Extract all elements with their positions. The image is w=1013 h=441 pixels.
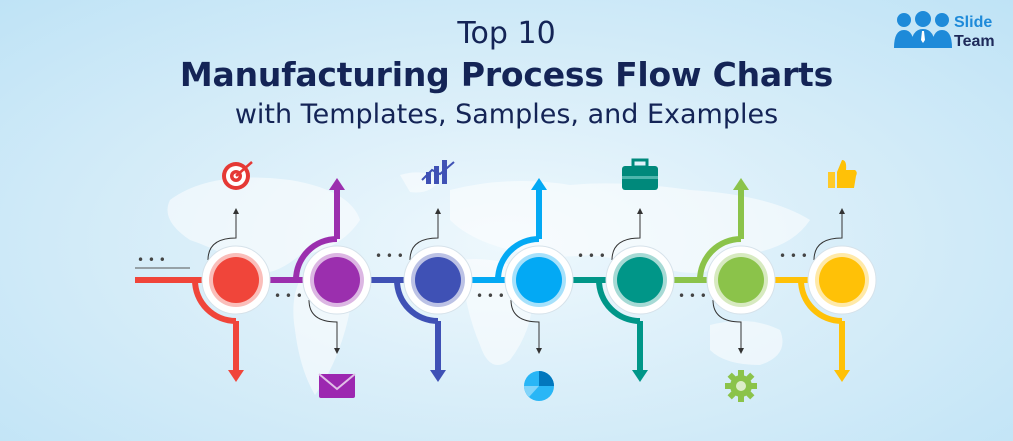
guide-arrow	[637, 208, 643, 214]
arrowhead-down	[632, 370, 648, 382]
guide-arrow	[233, 208, 239, 214]
pie-chart-icon	[524, 371, 554, 401]
guide-line	[813, 212, 843, 261]
node-core	[819, 257, 865, 303]
guide-line	[207, 212, 237, 261]
ellipsis-mark: • • •	[779, 249, 808, 263]
node-core	[415, 257, 461, 303]
title-block: Top 10 Manufacturing Process Flow Charts…	[0, 14, 1013, 134]
flow-arc	[293, 236, 338, 281]
ellipsis-mark: • • •	[137, 253, 166, 267]
node-core	[718, 257, 764, 303]
guide-arrow	[738, 348, 744, 354]
page-title: Manufacturing Process Flow Charts	[179, 55, 834, 94]
arrowhead-up	[733, 178, 749, 190]
arrowhead-down	[430, 370, 446, 382]
logo-word-team: Team	[954, 33, 995, 50]
envelope-icon	[318, 373, 356, 398]
node-core	[314, 257, 360, 303]
ellipsis-mark: • • •	[375, 249, 404, 263]
node-core	[516, 257, 562, 303]
flow-step: • • •	[192, 161, 303, 382]
gear-icon	[725, 370, 757, 402]
ellipsis-mark: • • •	[274, 289, 303, 303]
flow-arc	[394, 279, 439, 324]
guide-arrow	[435, 208, 441, 214]
subtitle: with Templates, Samples, and Examples	[234, 99, 779, 130]
flow-arc	[495, 236, 540, 281]
briefcase-icon	[622, 158, 658, 190]
flow-step: • • •	[495, 178, 606, 401]
arrowhead-down	[228, 370, 244, 382]
flow-arc	[596, 279, 641, 324]
guide-arrow	[839, 208, 845, 214]
flow-step	[798, 160, 877, 382]
flow-step: • • •	[596, 158, 707, 382]
flow-arc	[192, 279, 237, 324]
arrowhead-up	[329, 178, 345, 190]
ellipsis-mark: • • •	[577, 249, 606, 263]
guide-arrow	[334, 348, 340, 354]
ellipsis-mark: • • •	[476, 289, 505, 303]
title-line-1: Top 10	[457, 16, 556, 51]
node-core	[617, 257, 663, 303]
arrowhead-down	[834, 370, 850, 382]
guide-line	[308, 299, 338, 350]
flow-step: • • •	[293, 178, 404, 398]
guide-line	[712, 299, 742, 350]
guide-line	[510, 299, 540, 350]
guide-line	[611, 212, 641, 261]
flow-step: • • •	[697, 178, 808, 402]
flow-arc	[798, 279, 843, 324]
flow-arc	[697, 236, 742, 281]
slideteam-logo: Slide Team	[894, 10, 1006, 55]
target-icon	[222, 161, 253, 190]
people-icon	[894, 11, 952, 48]
node-core	[213, 257, 259, 303]
logo-word-slide: Slide	[954, 14, 993, 31]
flow-step: • • •	[394, 160, 505, 382]
thumbs-up-icon	[828, 160, 857, 188]
guide-line	[409, 212, 439, 261]
arrowhead-up	[531, 178, 547, 190]
ellipsis-mark: • • •	[678, 289, 707, 303]
guide-arrow	[536, 348, 542, 354]
bar-chart-icon	[421, 160, 455, 184]
